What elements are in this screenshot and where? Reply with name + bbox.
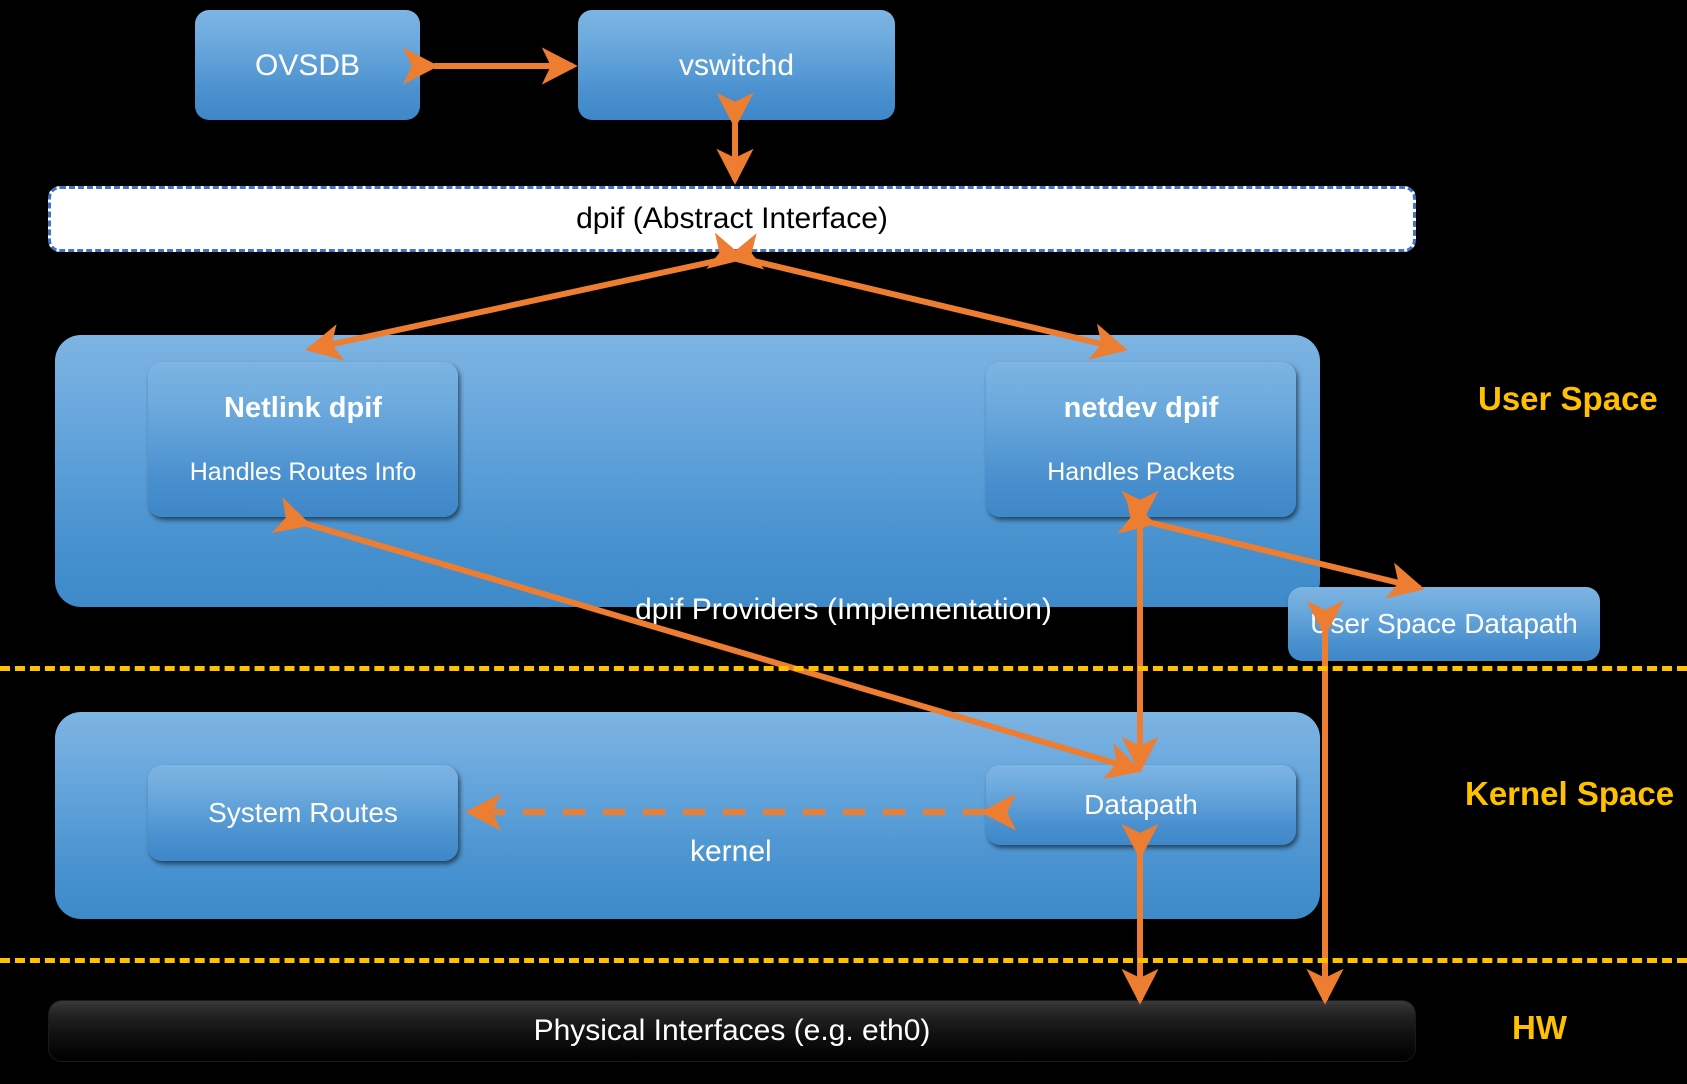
zone-label-kernel-space: Kernel Space [1465,775,1675,812]
datapath-box[interactable]: Datapath [986,765,1296,845]
datapath-label: Datapath [1084,788,1198,820]
physical-interfaces-bar[interactable]: Physical Interfaces (e.g. eth0) [48,1000,1416,1062]
zone-label-user-space: User Space [1478,380,1658,417]
vswitchd-label: vswitchd [678,48,795,82]
netlink-dpif-box[interactable]: Netlink dpif Handles Routes Info [148,362,458,517]
system-routes-box[interactable]: System Routes [148,765,458,861]
kernel-caption: kernel [690,835,772,868]
dpif-abstract-interface-label: dpif (Abstract Interface) [576,202,888,235]
kernel-hw-separator [0,958,1687,963]
vswitchd-box[interactable]: vswitchd [578,10,895,120]
dpif-abstract-interface-box[interactable]: dpif (Abstract Interface) [48,186,1416,252]
ovsdb-label: OVSDB [254,48,361,82]
netdev-dpif-box[interactable]: netdev dpif Handles Packets [986,362,1296,517]
system-routes-label: System Routes [208,796,398,828]
user-space-datapath-label: User Space Datapath [1310,607,1578,639]
physical-interfaces-label: Physical Interfaces (e.g. eth0) [533,1014,931,1047]
netlink-dpif-title: Netlink dpif [224,391,382,424]
zone-label-hw: HW [1512,1009,1567,1046]
dpif-providers-caption: dpif Providers (Implementation) [635,593,1052,626]
netdev-dpif-title: netdev dpif [1063,391,1219,424]
ovsdb-box[interactable]: OVSDB [195,10,420,120]
netdev-dpif-subtitle: Handles Packets [1047,457,1235,486]
user-kernel-separator [0,666,1687,671]
netlink-dpif-subtitle: Handles Routes Info [189,457,417,486]
